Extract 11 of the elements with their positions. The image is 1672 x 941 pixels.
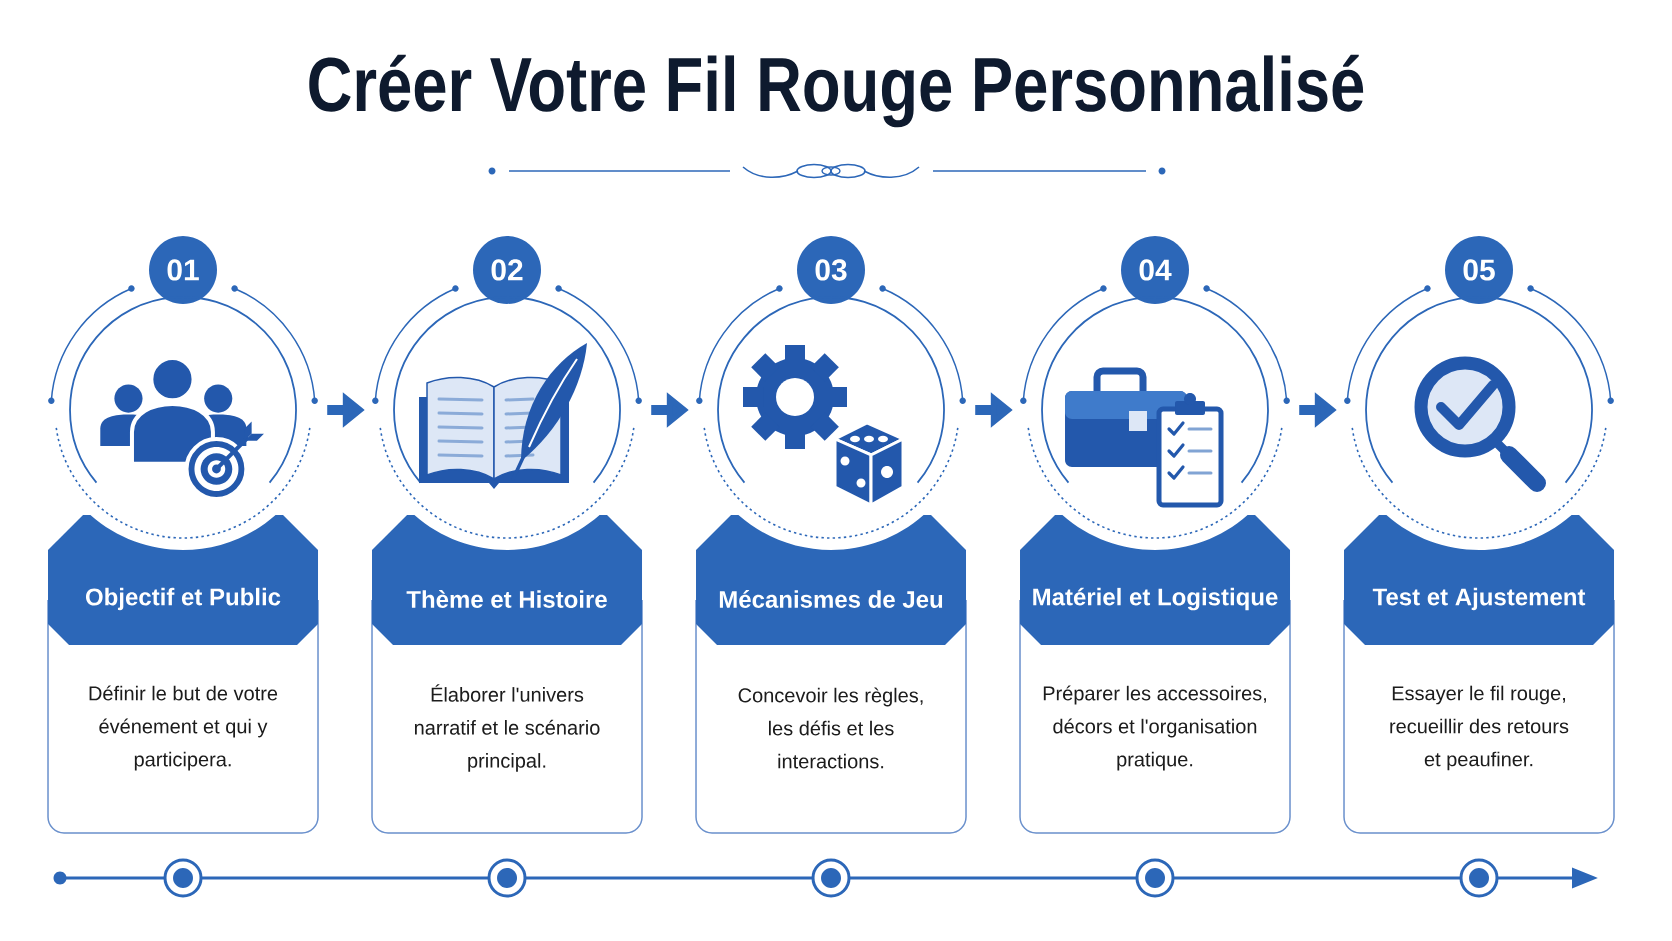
- number-badge: 03: [797, 236, 865, 304]
- number-badge: 04: [1121, 236, 1189, 304]
- number-badge: 01: [149, 236, 217, 304]
- header-band: Matériel et Logistique: [1020, 515, 1290, 645]
- header-band: Mécanismes de Jeu: [696, 515, 966, 645]
- header-band: Thème et Histoire: [372, 515, 642, 645]
- number-badge: 02: [473, 236, 541, 304]
- title: Créer Votre Fil Rouge Personnalisé: [309, 54, 1364, 128]
- number-badge: 05: [1445, 236, 1513, 304]
- header-band: Test et Ajustement: [1344, 515, 1614, 645]
- header-band: Objectif et Public: [48, 515, 318, 645]
